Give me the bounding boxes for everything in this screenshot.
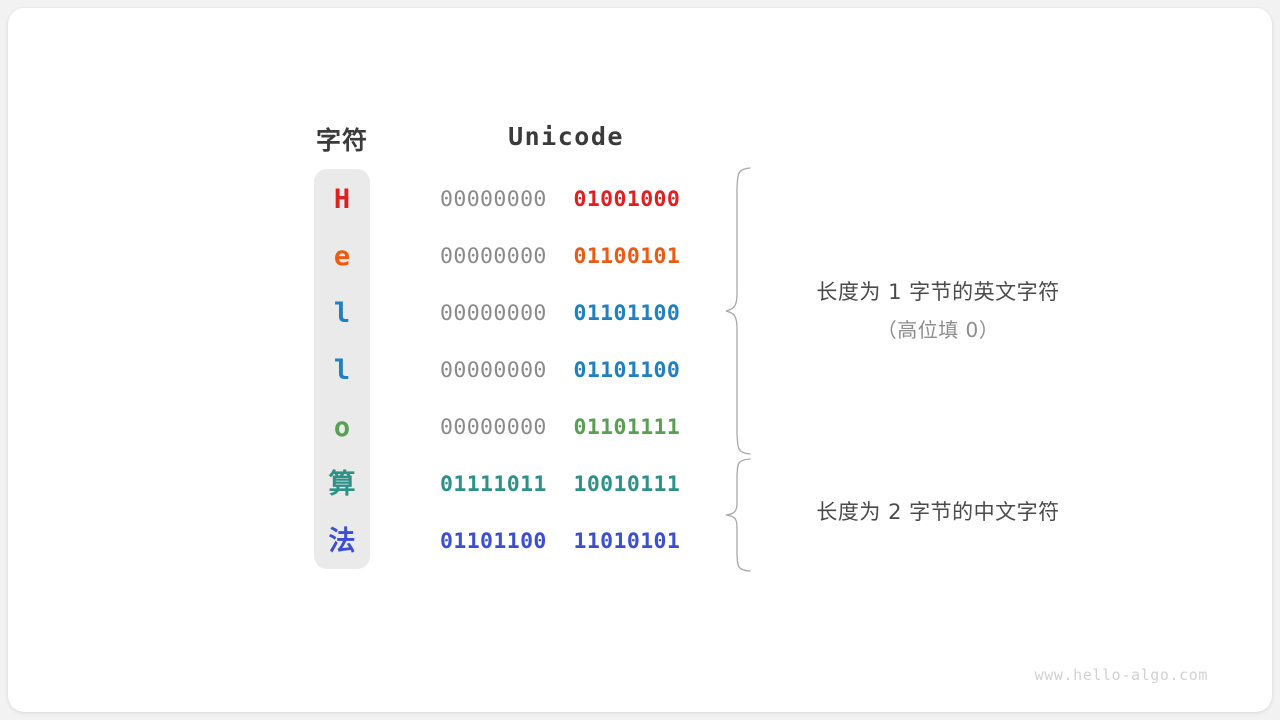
binary-high-byte: 00000000 <box>440 358 547 383</box>
binary-high-byte: 00000000 <box>440 301 547 326</box>
binary-low-byte: 10010111 <box>573 472 681 497</box>
annotation-two-byte: 长度为 2 字节的中文字符 <box>778 496 1098 526</box>
binary-high-byte: 01101100 <box>440 529 547 554</box>
binary-row: 00000000 01101100 <box>440 285 692 342</box>
binary-row: 00000000 01001000 <box>440 171 692 228</box>
character-cell: o <box>333 412 351 443</box>
annotation-one-byte: 长度为 1 字节的英文字符 （高位填 0） <box>778 276 1098 343</box>
character-cell: l <box>333 298 351 329</box>
binary-row: 01101100 11010101 <box>440 513 692 570</box>
column-header-character: 字符 <box>315 127 368 155</box>
character-cell: 法 <box>328 526 356 557</box>
character-cell: 算 <box>328 469 356 500</box>
binary-byte-separator <box>547 415 574 440</box>
character-cell: e <box>333 241 351 272</box>
binary-row: 00000000 01100101 <box>440 228 692 285</box>
binary-row: 01111011 10010111 <box>440 456 692 513</box>
annotation-one-byte-main: 长度为 1 字节的英文字符 <box>816 280 1060 304</box>
binary-byte-separator <box>547 187 574 212</box>
binary-low-byte: 01101100 <box>573 358 681 383</box>
binary-low-byte: 01001000 <box>573 187 681 212</box>
binary-byte-separator <box>547 529 574 554</box>
character-cell: H <box>333 184 351 215</box>
brace-one-byte <box>725 167 751 455</box>
binary-high-byte: 00000000 <box>440 244 547 269</box>
binary-byte-separator <box>547 301 574 326</box>
binary-byte-separator <box>547 358 574 383</box>
binary-low-byte: 11010101 <box>573 529 681 554</box>
binary-low-byte: 01101111 <box>573 415 681 440</box>
binary-high-byte: 00000000 <box>440 415 547 440</box>
character-column-background <box>314 169 370 569</box>
character-cell: l <box>333 355 351 386</box>
binary-row: 00000000 01101100 <box>440 342 692 399</box>
binary-low-byte: 01101100 <box>573 301 681 326</box>
binary-high-byte: 00000000 <box>440 187 547 212</box>
binary-high-byte: 01111011 <box>440 472 547 497</box>
watermark-url: www.hello-algo.com <box>1034 666 1208 684</box>
brace-two-byte <box>725 458 751 572</box>
binary-byte-separator <box>547 244 574 269</box>
binary-low-byte: 01100101 <box>573 244 681 269</box>
binary-byte-separator <box>547 472 574 497</box>
binary-row: 00000000 01101111 <box>440 399 692 456</box>
annotation-one-byte-sub: （高位填 0） <box>876 318 1000 342</box>
annotation-two-byte-main: 长度为 2 字节的中文字符 <box>816 500 1060 524</box>
column-header-unicode: Unicode <box>508 122 624 151</box>
